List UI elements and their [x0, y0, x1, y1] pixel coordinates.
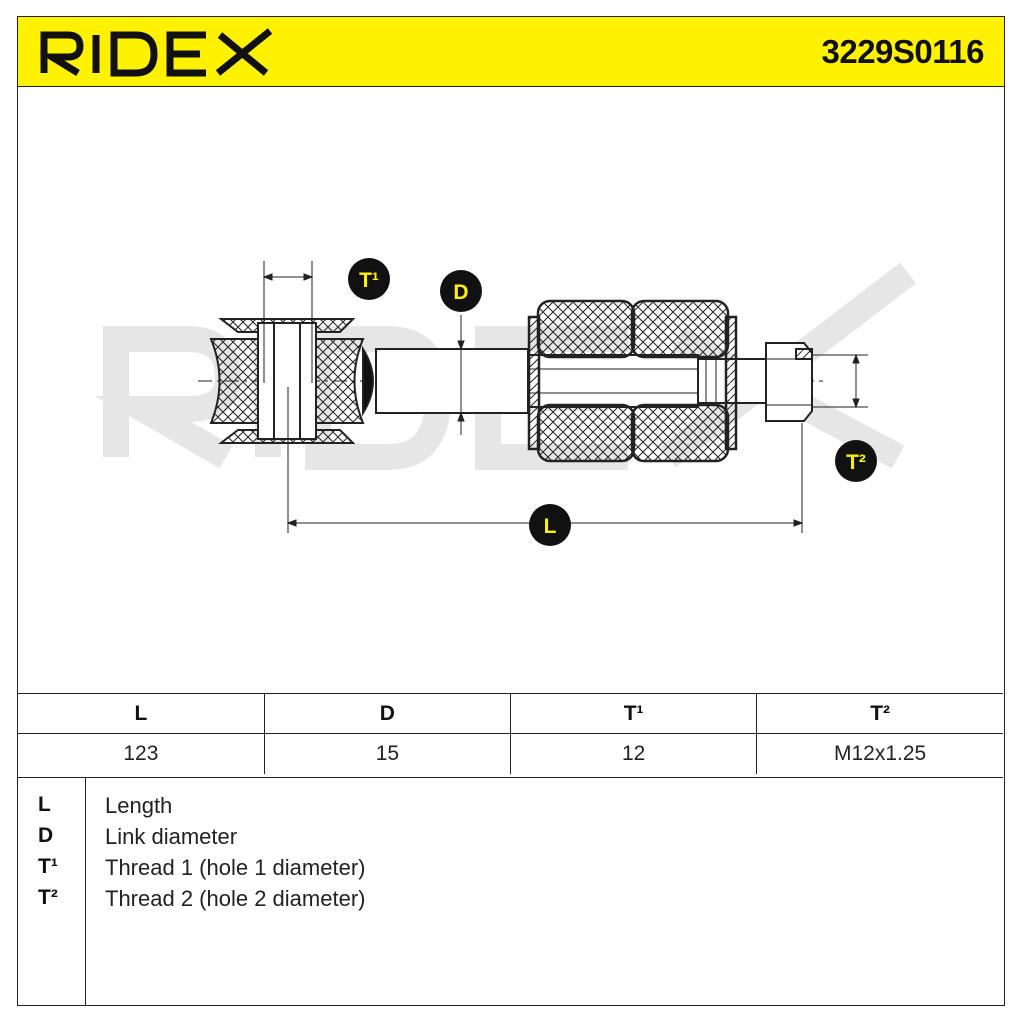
badge-t2: T² — [835, 440, 877, 482]
stabiliser-link-drawing: T¹ D T² — [94, 258, 916, 546]
part-number: 3229S0116 — [821, 33, 984, 70]
dimension-t1 — [262, 261, 314, 383]
dimension-d — [457, 315, 465, 435]
link-rod — [375, 348, 779, 414]
legend-item: L Length — [18, 793, 1003, 824]
spec-value-t2: M12x1.25 — [756, 733, 1003, 774]
stud-bushings — [527, 299, 738, 463]
legend-item: T¹ Thread 1 (hole 1 diameter) — [18, 855, 1003, 886]
spec-header-t1: T¹ — [510, 693, 758, 734]
legend-desc: Link diameter — [105, 824, 238, 849]
spec-value-d: 15 — [264, 733, 512, 774]
spec-value-t1: 12 — [510, 733, 758, 774]
header-bar: 3229S0116 — [18, 17, 1004, 87]
dimension-t2 — [812, 353, 868, 409]
legend-desc: Thread 2 (hole 2 diameter) — [105, 886, 366, 911]
spec-value-row: 123 15 12 M12x1.25 — [18, 733, 1003, 774]
legend-key: T¹ — [38, 855, 58, 878]
legend-item: T² Thread 2 (hole 2 diameter) — [18, 886, 1003, 917]
spec-table: L D T¹ T² 123 15 12 M12x1.25 — [18, 693, 1003, 774]
technical-drawing: T¹ D T² — [18, 87, 1003, 693]
badge-t2-label: T² — [846, 451, 866, 474]
legend-key: L — [38, 793, 51, 816]
badge-d-label: D — [453, 281, 468, 304]
spec-value-l: 123 — [18, 733, 265, 774]
legend-divider — [85, 778, 86, 1005]
legend-item: D Link diameter — [18, 824, 1003, 855]
product-sheet-frame: 3229S0116 — [17, 16, 1005, 1006]
legend-key: T² — [38, 886, 58, 909]
legend-desc: Length — [105, 793, 173, 818]
badge-d: D — [440, 270, 482, 312]
spec-header-l: L — [18, 693, 265, 734]
badge-t1: T¹ — [348, 258, 390, 300]
left-bushing — [209, 318, 374, 444]
ridex-logo-icon — [39, 28, 273, 77]
nut — [765, 342, 813, 422]
spec-header-t2: T² — [756, 693, 1003, 734]
legend-key: D — [38, 824, 54, 847]
spec-header-d: D — [264, 693, 512, 734]
badge-l-label: L — [544, 515, 557, 538]
legend: L Length D Link diameter T¹ Thread 1 (ho… — [18, 777, 1003, 1005]
badge-l: L — [529, 504, 571, 546]
badge-t1-label: T¹ — [359, 269, 379, 292]
spec-header-row: L D T¹ T² — [18, 693, 1003, 734]
brand-logo — [38, 27, 278, 82]
legend-desc: Thread 1 (hole 1 diameter) — [105, 855, 366, 880]
